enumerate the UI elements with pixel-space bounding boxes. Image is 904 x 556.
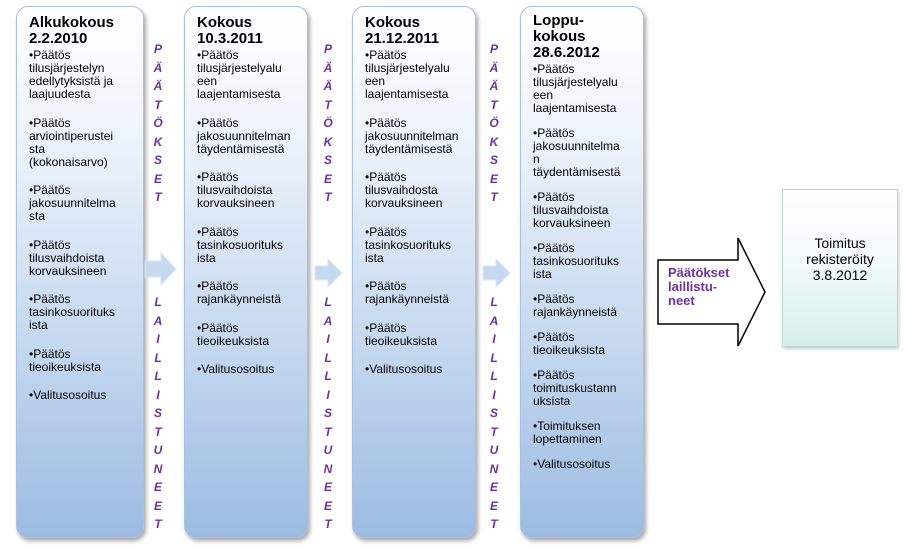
meeting-title-3: Kokous 21.12.2011 [365,14,440,47]
decision-item: •Valitusosoitus [29,388,107,402]
meeting-box-1: Alkukokous 2.2.2010 •Päätös tilusjärjest… [16,6,144,538]
meeting-box-3: Kokous 21.12.2011 •Päätös tilusjärjestel… [352,6,476,538]
decision-list-4: •Päätös tilusjärjestelyalu een laajentam… [533,63,637,471]
meeting-title-2: Kokous 10.3.2011 [197,14,263,47]
decision-item: •Päätös arviointiperustei sta (kokonaisa… [29,115,114,169]
decision-item: •Valitusosoitus [197,362,275,376]
decision-item: •Päätös tieoikeuksista [365,320,438,348]
decision-item: •Päätös jakosuunnitelma sta [29,183,116,223]
meeting-title-4: Loppu- kokous 28.6.2012 [533,12,600,61]
decision-item: •Päätös tieoikeuksista [29,346,102,374]
decision-item: •Päätös tieoikeuksista [533,330,606,357]
connector-label-laillistuneet-3: L A I L L I S T U N E E T [489,295,499,531]
final-arrow-icon [657,237,766,347]
connector-label-paatokset-3: P Ä Ä T Ö K S E T [489,42,499,204]
connector-label-laillistuneet-2: L A I L L I S T U N E E T [323,295,333,531]
decision-item: •Päätös tasinkosuorituks ista [365,224,452,265]
connector-label-paatokset-1: P Ä Ä T Ö K S E T [153,42,163,204]
small-arrow-icon [314,258,343,288]
registration-box: Toimitus rekisteröity 3.8.2012 [782,189,898,347]
decision-item: •Päätös tasinkosuorituks ista [29,292,116,332]
decision-item: •Päätös tieoikeuksista [197,320,270,348]
small-arrow-icon [482,258,511,288]
decision-item: •Valitusosoitus [365,362,443,376]
meeting-title-1: Alkukokous 2.2.2010 [29,14,115,47]
decision-item: •Päätös toimituskustann uksista [533,368,617,408]
meeting-box-4: Loppu- kokous 28.6.2012 •Päätös tilusjär… [520,6,644,538]
decision-item: •Päätös rajankäynneistä [365,279,450,306]
decision-list-3: •Päätös tilusjärjestelyalu een laajentam… [365,49,469,376]
decision-item: •Päätös tilusvaihdoista korvauksineen [197,170,275,210]
decision-item: •Päätös tasinkosuorituks ista [197,224,284,265]
decision-item: •Päätös tilusvaihdoista korvauksineen [533,190,611,230]
decision-item: •Päätös tilusjärjestelyn edellytyksistä … [29,48,114,101]
decision-item: •Päätös rajankäynneistä [533,292,618,319]
decision-list-1: •Päätös tilusjärjestelyn edellytyksistä … [29,49,137,402]
connector-label-laillistuneet-1: L A I L L I S T U N E E T [153,295,163,531]
decision-item: •Toimituksen lopettaminen [533,419,602,446]
decision-item: •Päätös tilusjärjestelyalu een laajentam… [533,62,618,115]
small-arrow-icon [144,251,177,287]
decision-item: •Päätös rajankäynneistä [197,279,282,306]
decision-item: •Päätös tasinkosuorituks ista [533,241,620,281]
decision-item: •Valitusosoitus [533,457,611,471]
decision-item: •Päätös tilusjärjestelyalu een laajentam… [365,48,450,101]
decision-item: •Päätös jakosuunnitelman täydentämisestä [365,115,459,156]
decision-item: •Päätös tilusjärjestelyalu een laajentam… [197,48,282,101]
decision-item: •Päätös tilusvaihdoista korvauksineen [29,237,107,278]
final-arrow-label: Päätökset laillistu- neet [668,265,730,308]
decision-item: •Päätös tilusvaihdosta korvauksineen [365,170,443,210]
decision-item: •Päätös jakosuunnitelma n täydentämisest… [533,126,621,179]
connector-label-paatokset-2: P Ä Ä T Ö K S E T [323,42,333,204]
decision-list-2: •Päätös tilusjärjestelyalu een laajentam… [197,49,301,376]
meeting-box-2: Kokous 10.3.2011 •Päätös tilusjärjestely… [184,6,308,538]
decision-item: •Päätös jakosuunnitelman täydentämisestä [197,115,291,156]
